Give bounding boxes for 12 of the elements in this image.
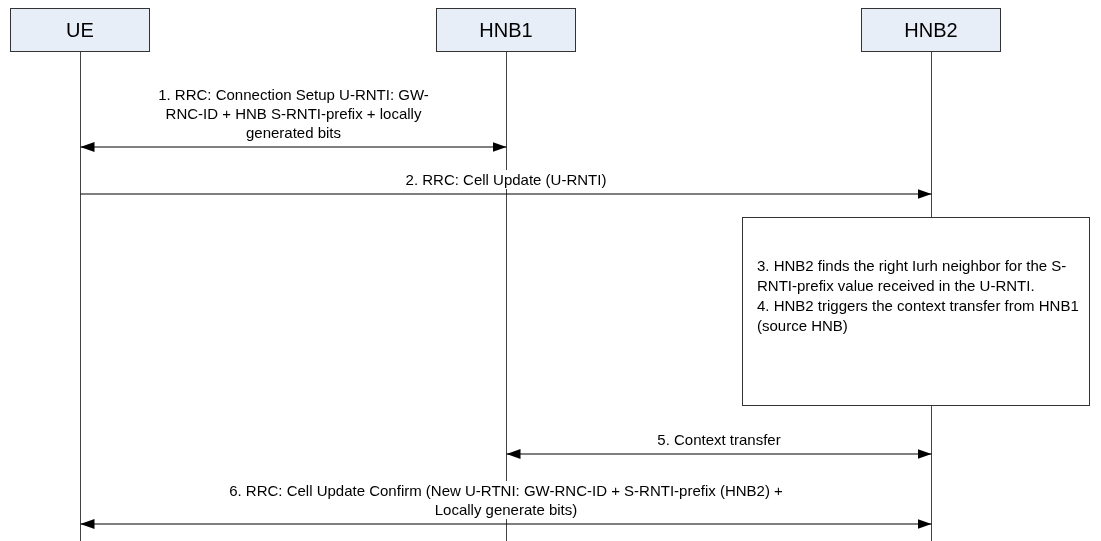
lifeline: [80, 52, 81, 541]
message-arrow: [80, 142, 507, 152]
participant-box: UE: [10, 8, 150, 52]
note-box: [742, 217, 1090, 406]
message-arrow: [80, 519, 932, 529]
edge-label: 2. RRC: Cell Update (U-RNTI): [403, 170, 609, 189]
message-arrow: [506, 449, 932, 459]
participant-box: HNB2: [861, 8, 1001, 52]
note-text: 3. HNB2 finds the right Iurh neighbor for the S-RNTI-prefix value received in the U-RNTI.: [757, 256, 1068, 296]
participant-box: HNB1: [436, 8, 576, 52]
message-arrow: [80, 189, 932, 199]
note-text: 4. HNB2 triggers the context transfer from HNB1 (source HNB): [757, 296, 1079, 336]
